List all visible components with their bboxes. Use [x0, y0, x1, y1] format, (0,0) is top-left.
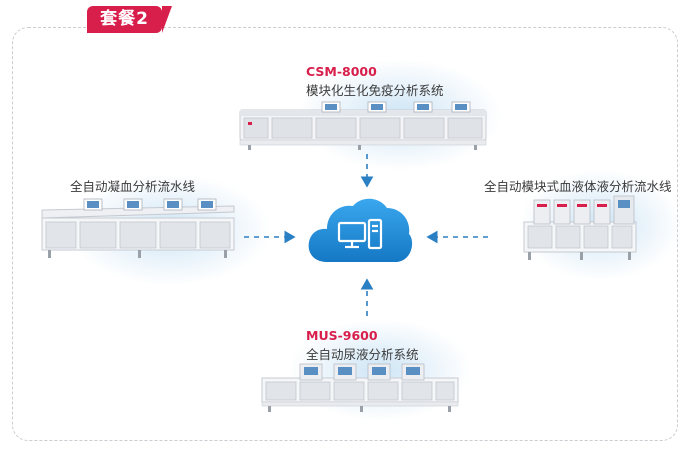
hematology-line-image [523, 195, 637, 260]
bottom-model-label: MUS-9600 [306, 328, 378, 343]
left-system-name: 全自动凝血分析流水线 [70, 179, 196, 194]
cloud-computer-icon [308, 198, 413, 262]
right-system-name: 全自动模块式血液体液分析流水线 [484, 179, 672, 194]
urinalysis-analyzer-image [261, 363, 459, 412]
csm-analyzer-image [239, 101, 487, 150]
bottom-system-name: 全自动尿液分析系统 [306, 347, 419, 362]
package-badge: 套餐2 [87, 6, 172, 33]
top-system-name: 模块化生化免疫分析系统 [306, 83, 444, 98]
coagulation-line-image [41, 198, 235, 258]
top-model-label: CSM-8000 [306, 64, 377, 79]
